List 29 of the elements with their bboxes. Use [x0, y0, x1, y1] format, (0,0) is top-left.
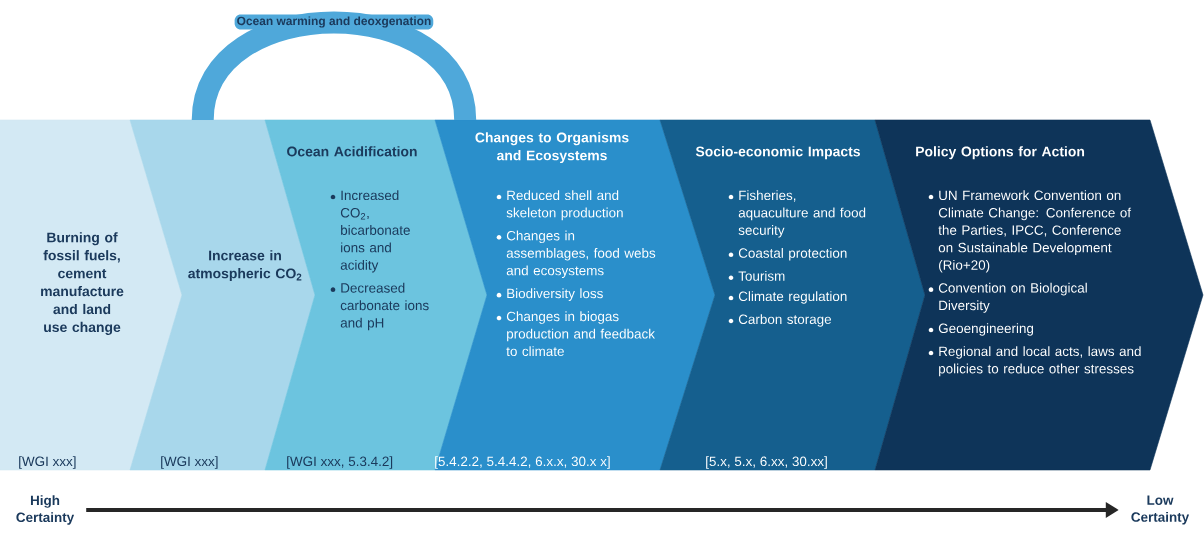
bullet-item: Coastal protection [738, 248, 847, 261]
heading: Ocean Acidification [287, 146, 417, 157]
reference-text: [WGI xxx] [19, 456, 76, 469]
heading: Policy Options for Action [916, 146, 1085, 160]
heading: Burning of fossil fuels, cement manufacture and land use change [41, 232, 124, 335]
scale-label: Low Certainty [1131, 495, 1190, 525]
bullet-item: Regional and local acts, laws and policies to reduce other stresses [939, 346, 1141, 377]
bullet-item: Fisheries, aquaculture and food security [738, 190, 866, 238]
heading: Socio-economic Impacts [695, 146, 860, 160]
bullet-item: Carbon storage [738, 314, 832, 327]
reference-text: [5.x, 5.x, 6.xx, 30.xx] [706, 456, 827, 469]
bullet-item: Tourism [738, 270, 785, 281]
reference-text: [5.4.2.2, 5.4.4.2, 6.x.x, 30.x x] [435, 456, 610, 469]
bullet-item: Reduced shell and skeleton production [506, 190, 623, 221]
reference-text: [WGI xxx, 5.3.4.2] [287, 456, 393, 469]
scale-label: High Certainty [16, 495, 75, 525]
reference-text: [WGI xxx] [161, 456, 218, 469]
bullet-item: Climate regulation [738, 291, 847, 304]
bullet-item: UN Framework Convention on Climate Change: Conference of the Parties, IPCC, Conference on Sustainable Development (Rio+20) [938, 190, 1132, 273]
bullet-item: Biodiversity loss [507, 288, 603, 301]
heading: Increase in atmospheric CO$_{2}$ [188, 250, 302, 282]
bullet-item: Changes in biogas production and feedback to climate [506, 311, 655, 357]
bullet-item: Convention on Biological Diversity [938, 282, 1087, 313]
bullet-item: Geoengineering [938, 323, 1034, 336]
edge-label: Ocean warming and deoxgenation [237, 16, 431, 28]
bullet-item: Changes in assemblages, food webs and ecosystems [506, 230, 656, 278]
bullet-item: Increased CO$_{2}$, bicarbonate ions and acidity [340, 190, 410, 273]
heading: Changes to Organisms and Ecosystems [475, 132, 629, 164]
bullet-item: Decreased carbonate ions and pH [340, 282, 429, 331]
